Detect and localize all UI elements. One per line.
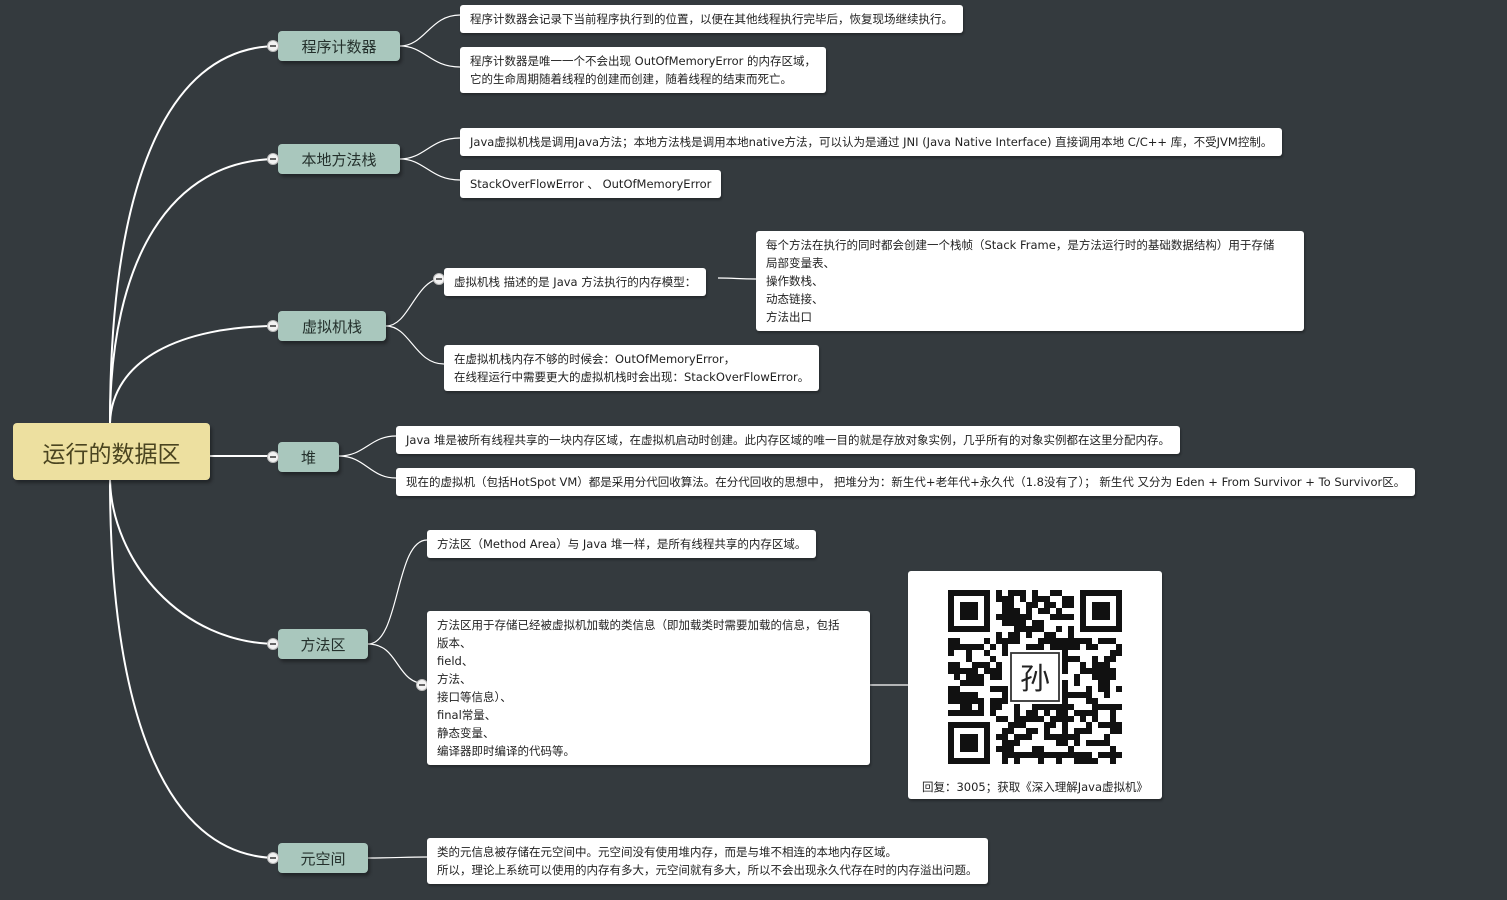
note-line: StackOverFlowError 、 OutOfMemoryError bbox=[470, 177, 712, 191]
note-pc-2[interactable]: 程序计数器是唯一一个不会出现 OutOfMemoryError 的内存区域， 它… bbox=[460, 47, 827, 93]
collapse-toggle-heap[interactable] bbox=[267, 451, 279, 463]
note-method-2[interactable]: 方法区用于存储已经被虚拟机加载的类信息（即加载类时需要加载的信息，包括 版本、 … bbox=[427, 611, 870, 765]
topic-label: 方法区 bbox=[300, 635, 346, 654]
note-line: 在线程运行中需要更大的虚拟机栈时会出现：StackOverFlowError。 bbox=[454, 370, 810, 384]
topic-program-counter[interactable]: 程序计数器 bbox=[278, 31, 400, 61]
collapse-toggle-meta[interactable] bbox=[267, 852, 279, 864]
qr-caption: 回复：3005；获取《深入理解Java虚拟机》 bbox=[921, 780, 1149, 794]
note-vm-1-child[interactable]: 每个方法在执行的同时都会创建一个栈帧（Stack Frame，是方法运行时的基础… bbox=[756, 231, 1304, 331]
note-line: Java虚拟机栈是调用Java方法；本地方法栈是调用本地native方法，可以认… bbox=[470, 135, 1273, 149]
note-line: 所以，理论上系统可以使用的内存有多大，元空间就有多大，所以不会出现永久代存在时的… bbox=[437, 863, 978, 877]
qr-logo bbox=[1010, 652, 1060, 702]
note-line: 编译器即时编译的代码等。 bbox=[437, 744, 575, 758]
note-line: 方法区用于存储已经被虚拟机加载的类信息（即加载类时需要加载的信息，包括 bbox=[437, 618, 840, 632]
note-line: 方法、 bbox=[437, 672, 472, 686]
note-line: 现在的虚拟机（包括HotSpot VM）都是采用分代回收算法。在分代回收的思想中… bbox=[406, 475, 1406, 489]
note-line: 局部变量表、 bbox=[766, 256, 835, 270]
note-vm-1[interactable]: 虚拟机栈 描述的是 Java 方法执行的内存模型： bbox=[444, 268, 707, 296]
collapse-toggle-pc[interactable] bbox=[267, 40, 279, 52]
note-line: 类的元信息被存储在元空间中。元空间没有使用堆内存，而是与堆不相连的本地内存区域。 bbox=[437, 845, 897, 859]
note-line: 版本、 bbox=[437, 636, 472, 650]
note-line: 程序计数器会记录下当前程序执行到的位置，以便在其他线程执行完毕后，恢复现场继续执… bbox=[470, 12, 953, 26]
qr-logo-glyph: 孙 bbox=[1020, 662, 1050, 697]
topic-heap[interactable]: 堆 bbox=[278, 442, 339, 472]
note-method-1[interactable]: 方法区（Method Area）与 Java 堆一样，是所有线程共享的内存区域。 bbox=[427, 530, 817, 558]
note-native-2[interactable]: StackOverFlowError 、 OutOfMemoryError bbox=[460, 170, 722, 198]
collapse-toggle-native[interactable] bbox=[267, 153, 279, 165]
root-topic[interactable]: 运行的数据区 bbox=[13, 423, 210, 480]
note-line: 每个方法在执行的同时都会创建一个栈帧（Stack Frame，是方法运行时的基础… bbox=[766, 238, 1275, 252]
note-line: 在虚拟机栈内存不够的时候会：OutOfMemoryError， bbox=[454, 352, 736, 366]
note-line: final常量、 bbox=[437, 708, 497, 722]
note-heap-2[interactable]: 现在的虚拟机（包括HotSpot VM）都是采用分代回收算法。在分代回收的思想中… bbox=[396, 468, 1416, 496]
topic-label: 虚拟机栈 bbox=[301, 317, 362, 336]
note-vm-2[interactable]: 在虚拟机栈内存不够的时候会：OutOfMemoryError， 在线程运行中需要… bbox=[444, 345, 820, 391]
note-line: 方法区（Method Area）与 Java 堆一样，是所有线程共享的内存区域。 bbox=[437, 537, 807, 551]
topic-label: 本地方法栈 bbox=[301, 150, 377, 169]
root-label: 运行的数据区 bbox=[42, 441, 181, 468]
topic-method-area[interactable]: 方法区 bbox=[278, 629, 368, 659]
note-line: 动态链接、 bbox=[766, 292, 824, 306]
note-line: 接口等信息）、 bbox=[437, 690, 512, 704]
note-native-1[interactable]: Java虚拟机栈是调用Java方法；本地方法栈是调用本地native方法，可以认… bbox=[460, 128, 1283, 156]
collapse-toggle-vmstack[interactable] bbox=[267, 320, 279, 332]
qr-code-image: 孙 bbox=[948, 590, 1122, 764]
note-line: 虚拟机栈 描述的是 Java 方法执行的内存模型： bbox=[454, 275, 697, 289]
topic-vm-stack[interactable]: 虚拟机栈 bbox=[278, 311, 386, 341]
qr-code-card[interactable]: 孙 回复：3005；获取《深入理解Java虚拟机》 bbox=[908, 571, 1162, 799]
note-line: Java 堆是被所有线程共享的一块内存区域，在虚拟机启动时创建。此内存区域的唯一… bbox=[406, 433, 1170, 447]
topic-label: 元空间 bbox=[300, 849, 346, 868]
note-line: 程序计数器是唯一一个不会出现 OutOfMemoryError 的内存区域， bbox=[470, 54, 817, 68]
note-line: 静态变量、 bbox=[437, 726, 495, 740]
note-line: 它的生命周期随着线程的创建而创建，随着线程的结束而死亡。 bbox=[470, 72, 792, 86]
note-pc-1[interactable]: 程序计数器会记录下当前程序执行到的位置，以便在其他线程执行完毕后，恢复现场继续执… bbox=[460, 5, 963, 33]
topic-label: 程序计数器 bbox=[301, 37, 377, 56]
note-heap-1[interactable]: Java 堆是被所有线程共享的一块内存区域，在虚拟机启动时创建。此内存区域的唯一… bbox=[396, 426, 1180, 454]
topic-metaspace[interactable]: 元空间 bbox=[278, 843, 368, 873]
note-line: 方法出口 bbox=[766, 310, 812, 324]
note-line: field、 bbox=[437, 654, 474, 668]
note-line: 操作数栈、 bbox=[766, 274, 824, 288]
collapse-toggle-method[interactable] bbox=[267, 638, 279, 650]
topic-native-method-stack[interactable]: 本地方法栈 bbox=[278, 144, 400, 174]
topic-label: 堆 bbox=[300, 448, 316, 467]
note-meta-1[interactable]: 类的元信息被存储在元空间中。元空间没有使用堆内存，而是与堆不相连的本地内存区域。… bbox=[427, 838, 988, 884]
